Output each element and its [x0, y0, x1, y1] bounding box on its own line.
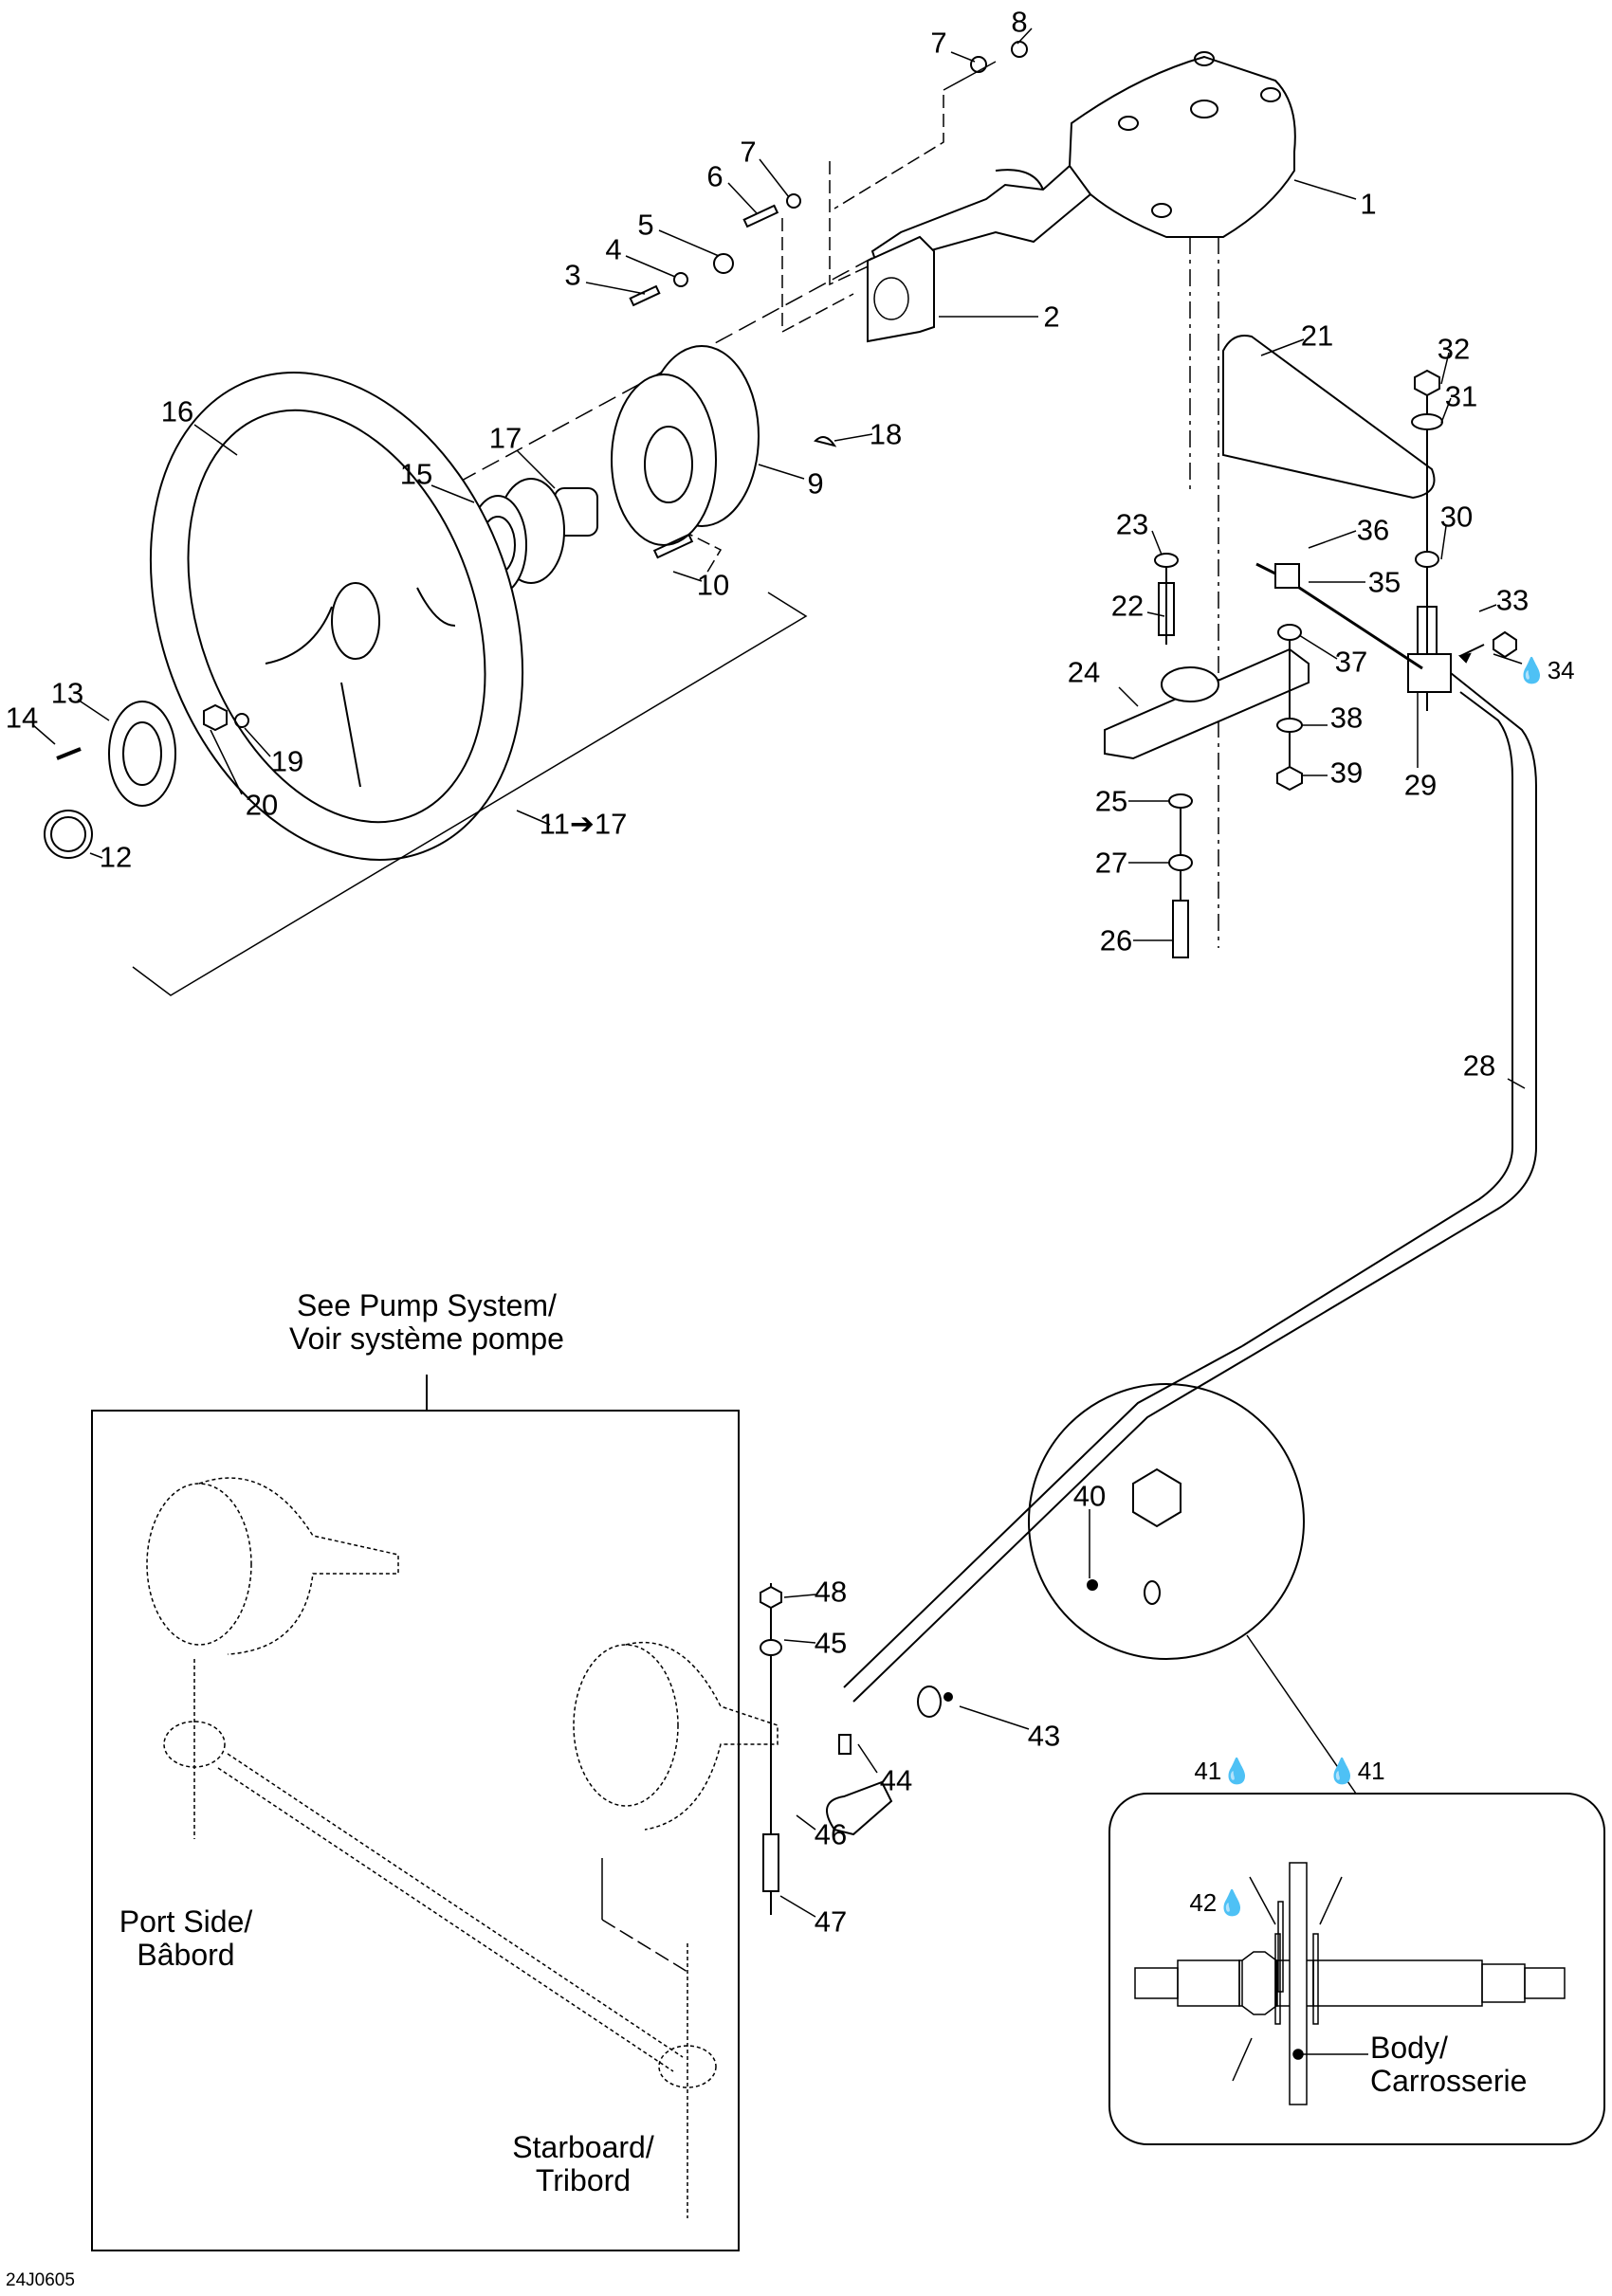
bulkhead-section: [1134, 1862, 1566, 2105]
callout-39: 39: [1329, 756, 1364, 790]
steering-wheel: [149, 372, 524, 861]
upper-bracket: [1222, 335, 1436, 500]
hub-hardware: [44, 701, 249, 859]
assembly-bracket: [132, 592, 808, 996]
callout-21: 21: [1300, 319, 1334, 353]
callout-35: 35: [1367, 565, 1401, 599]
pump-system-reference: See Pump System/ Voir système pompe: [289, 1289, 564, 1355]
callout-4: 4: [605, 232, 622, 266]
body-label: Body/ Carrosserie: [1370, 2032, 1527, 2097]
callout-18: 18: [869, 417, 903, 451]
starboard-label: Starboard/ Tribord: [512, 2131, 653, 2196]
port-line-1: Port Side/: [119, 1904, 253, 1939]
screws-washers: [629, 41, 1028, 559]
callout-27: 27: [1094, 846, 1128, 880]
callout-1: 1: [1360, 187, 1377, 221]
callout-46: 46: [814, 1817, 848, 1851]
pump-reference-box: [91, 1410, 740, 2251]
callout-14: 14: [5, 701, 39, 735]
callout-41-lubricant: 41💧: [1194, 1757, 1253, 1785]
callout-6: 6: [706, 159, 724, 193]
callout-12: 12: [99, 840, 133, 874]
callout-42-lubricant: 42💧: [1189, 1888, 1248, 1917]
pump-ref-line-1: See Pump System/: [297, 1288, 557, 1322]
helm-housing: [870, 51, 1296, 267]
tie-rod-hardware: [760, 1583, 782, 1915]
body-line-1: Body/: [1370, 2031, 1448, 2065]
callout-48: 48: [814, 1575, 848, 1609]
callout-15: 15: [399, 457, 433, 491]
callout-10: 10: [696, 568, 730, 602]
callout-23: 23: [1115, 507, 1149, 541]
callout-24: 24: [1067, 655, 1101, 689]
callout-22: 22: [1110, 589, 1145, 623]
port-line-2: Bâbord: [137, 1937, 235, 1972]
callout-31: 31: [1444, 379, 1478, 413]
steering-cable: [843, 672, 1537, 1703]
cable-end: [826, 1686, 953, 1836]
callout-29: 29: [1403, 768, 1438, 802]
nozzle-starboard: [573, 1641, 779, 1831]
callout-7: 7: [740, 135, 757, 169]
callout-37: 37: [1334, 645, 1368, 679]
body-line-2: Carrosserie: [1370, 2063, 1528, 2098]
port-side-label: Port Side/ Bâbord: [119, 1905, 253, 1971]
callout-32: 32: [1437, 332, 1471, 366]
callout-40: 40: [1072, 1479, 1107, 1513]
callout-43: 43: [1027, 1719, 1061, 1753]
callout-47: 47: [814, 1904, 848, 1939]
detail-inset-box: [1108, 1793, 1605, 2145]
key: [814, 436, 837, 447]
callout-41-lubricant: 💧41: [1327, 1757, 1385, 1785]
callout-3: 3: [564, 258, 581, 292]
callout-44: 44: [879, 1763, 913, 1797]
nozzle-port: [146, 1477, 717, 2218]
callout-20: 20: [245, 788, 279, 822]
starboard-line-1: Starboard/: [512, 2130, 654, 2164]
callout-19: 19: [270, 744, 304, 778]
detail-circle: [1028, 1383, 1305, 1660]
pulley: [611, 345, 760, 546]
cable-nut: [1087, 1467, 1182, 1605]
callout-28: 28: [1462, 1048, 1496, 1083]
callout-7: 7: [930, 26, 947, 60]
callout-38: 38: [1329, 701, 1364, 735]
callout-45: 45: [814, 1626, 848, 1660]
callout-9: 9: [807, 466, 824, 501]
callout-30: 30: [1439, 500, 1474, 534]
figure-code: 24J0605: [6, 2270, 75, 2290]
callout-36: 36: [1356, 513, 1390, 547]
callout-34-lubricant: 💧34: [1516, 656, 1575, 684]
callout-16: 16: [160, 394, 194, 428]
callout-17: 17: [488, 421, 522, 455]
callout-5: 5: [637, 208, 654, 242]
callout-33: 33: [1495, 583, 1530, 617]
starboard-line-2: Tribord: [535, 2162, 632, 2197]
callout-11-17: 11➔17: [539, 807, 628, 841]
callout-26: 26: [1099, 923, 1133, 957]
callout-2: 2: [1043, 300, 1060, 334]
callout-13: 13: [50, 676, 84, 710]
bracket-hardware: [1154, 369, 1517, 958]
leader-lines: [32, 27, 1526, 1918]
pump-ref-line-2: Voir système pompe: [289, 1321, 564, 1356]
callout-25: 25: [1094, 784, 1128, 818]
callout-8: 8: [1011, 5, 1028, 39]
support-plate: [867, 235, 935, 343]
